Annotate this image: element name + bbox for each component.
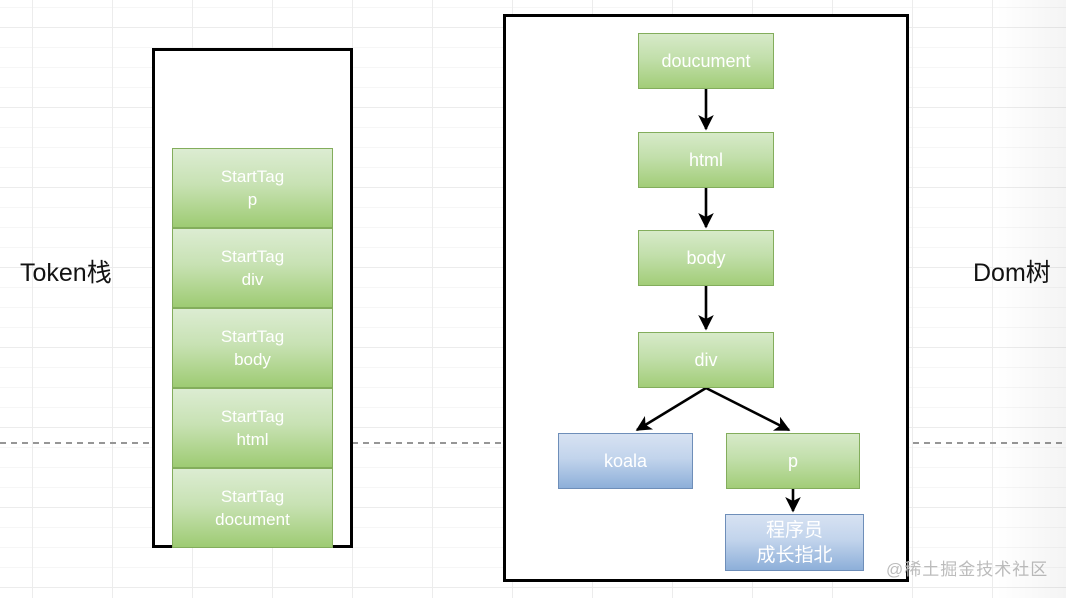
dom-tree-label: Dom树	[973, 259, 1051, 287]
token-item-line2: body	[234, 350, 271, 369]
tree-node-koala: koala	[558, 433, 693, 489]
tree-node-label: doucument	[661, 51, 751, 71]
right-edge-vignette	[996, 0, 1066, 598]
token-item-line1: StartTag	[220, 487, 285, 506]
token-stack-label: Token栈	[20, 259, 112, 287]
token-stack-item-html: StartTag html	[172, 388, 333, 468]
token-stack-item-body: StartTag body	[172, 308, 333, 388]
token-item-line2: document	[215, 510, 290, 529]
token-item-line1: StartTag	[220, 407, 285, 426]
tree-node-doucument: doucument	[638, 33, 774, 89]
tree-node-body: body	[638, 230, 774, 286]
token-item-line2: p	[247, 190, 258, 209]
token-stack: StartTag p StartTag div StartTag body St…	[172, 148, 333, 548]
tree-node-label-line2: 成长指北	[756, 544, 833, 566]
token-item-line2: html	[236, 430, 269, 449]
token-stack-item-p: StartTag p	[172, 148, 333, 228]
tree-node-label-line1: 程序员	[765, 519, 823, 541]
tree-node-div: div	[638, 332, 774, 388]
token-item-line1: StartTag	[220, 327, 285, 346]
tree-node-html: html	[638, 132, 774, 188]
tree-edge-arrows	[635, 89, 801, 513]
tree-node-author: 程序员 成长指北	[725, 514, 864, 571]
juejin-watermark: @稀土掘金技术社区	[886, 560, 1049, 579]
tree-node-label: html	[688, 150, 723, 170]
tree-node-label: body	[686, 248, 726, 268]
token-item-line1: StartTag	[220, 247, 285, 266]
tree-node-label: p	[787, 451, 798, 471]
token-stack-item-div: StartTag div	[172, 228, 333, 308]
token-item-line2: div	[241, 270, 264, 289]
tree-node-label: div	[694, 350, 718, 370]
token-stack-item-document: StartTag document	[172, 468, 333, 548]
dom-tree-container: doucument html body div koala p 程序员 成长指北	[503, 14, 909, 582]
tree-node-label: koala	[603, 451, 648, 471]
tree-node-p: p	[726, 433, 860, 489]
token-item-line1: StartTag	[220, 167, 285, 186]
